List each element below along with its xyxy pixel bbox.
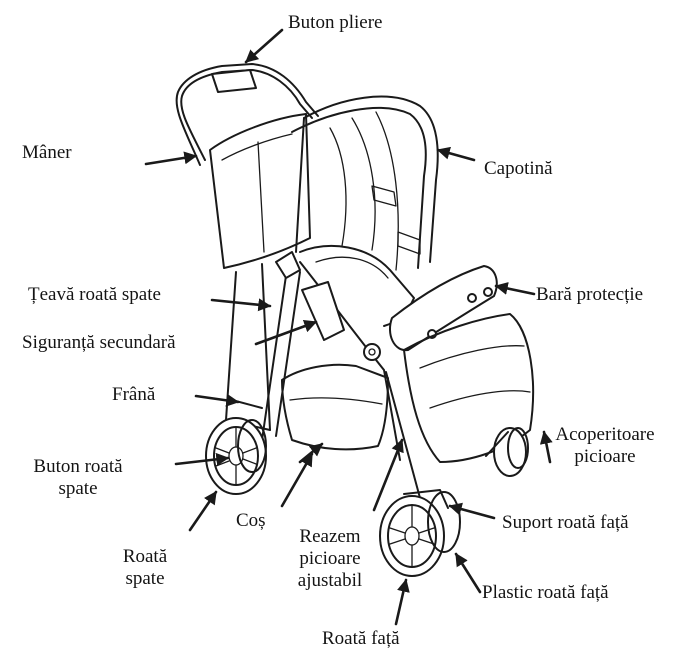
- label-handle: Mâner: [22, 142, 72, 163]
- arrow-rear-wheel-tube: [210, 298, 272, 312]
- label-rear-wheel-button-line1: Buton roată: [33, 456, 123, 477]
- label-fold-button: Buton pliere: [288, 12, 383, 33]
- arrow-canopy: [436, 146, 476, 162]
- pointer-arrows: [144, 28, 553, 626]
- label-front-wheel: Roată față: [322, 628, 400, 649]
- arrow-rear-wheel: [188, 490, 218, 532]
- arrow-front-wheel: [394, 578, 410, 626]
- rear-frame: [225, 271, 237, 421]
- arrow-bumper-bar: [494, 282, 536, 296]
- label-front-wheel-plastic: Plastic roată față: [482, 582, 609, 603]
- bumper-bar-shape: [389, 265, 498, 352]
- stroller-drawing: [175, 63, 535, 577]
- label-rear-wheel-line2: spate: [125, 568, 165, 589]
- hinge-block: [275, 251, 301, 279]
- label-canopy: Capotină: [484, 158, 553, 179]
- label-foot-cover: Acoperitoare picioare: [540, 424, 670, 468]
- label-foot-cover-line2: picioare: [574, 446, 636, 467]
- arrow-brake: [194, 393, 240, 407]
- basket-shape: [281, 363, 389, 451]
- label-footrest-line2: picioare: [299, 548, 361, 569]
- arrow-footrest: [372, 438, 404, 512]
- label-rear-wheel-button-line2: spate: [58, 478, 98, 499]
- label-brake: Frână: [112, 384, 156, 405]
- label-rear-wheel-tube: Țeavă roată spate: [28, 284, 161, 305]
- label-rear-wheel: Roată spate: [100, 546, 190, 590]
- arrow-foot-cover: [539, 430, 553, 464]
- arrow-handle: [144, 151, 198, 166]
- rear-wheel-tube-shape: [275, 271, 301, 437]
- seat-back: [209, 113, 311, 269]
- label-foot-cover-line1: Acoperitoare: [555, 424, 655, 445]
- label-footrest-line3: ajustabil: [297, 570, 363, 591]
- arrow-basket-2: [280, 452, 314, 508]
- arrow-rear-wheel-button: [174, 452, 230, 466]
- fold-button-shape: [211, 69, 257, 93]
- arrow-front-wheel-support: [448, 502, 496, 520]
- handle-bar: [180, 69, 313, 161]
- arrow-basket-1: [298, 442, 324, 464]
- arrow-front-wheel-plastic: [454, 552, 482, 594]
- front-wheel-shape: [379, 489, 461, 577]
- label-rear-wheel-button: Buton roată spate: [18, 456, 138, 500]
- label-footrest: Reazem picioare ajustabil: [280, 526, 380, 592]
- rear-wheel-shape: [205, 417, 267, 495]
- label-bumper-bar: Bară protecție: [536, 284, 644, 305]
- label-footrest-line1: Reazem: [299, 526, 361, 547]
- arrow-secondary-lock: [254, 319, 318, 346]
- label-rear-wheel-line1: Roată: [122, 546, 168, 567]
- arrow-fold-button: [244, 28, 284, 64]
- secondary-lock-shape: [301, 281, 345, 341]
- label-secondary-lock: Siguranță secundară: [22, 332, 176, 353]
- label-basket: Coș: [236, 510, 266, 531]
- foot-cover: [403, 313, 535, 463]
- label-front-wheel-support: Suport roată față: [502, 512, 629, 533]
- front-wheel-far: [485, 427, 529, 477]
